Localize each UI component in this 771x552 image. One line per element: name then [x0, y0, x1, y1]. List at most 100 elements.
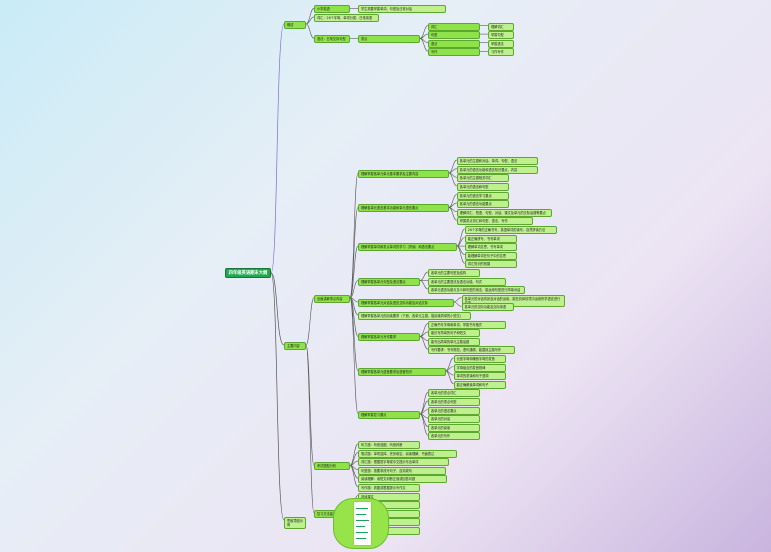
connector-line	[448, 172, 457, 187]
topic-node[interactable]: 各单元的写作	[428, 432, 480, 441]
connector-line	[456, 245, 465, 255]
topic-node[interactable]: 各单元的主要句型及结构	[428, 268, 480, 277]
topic-node[interactable]: 正确书写字母和单词，掌握书写格式	[428, 320, 506, 329]
topic-node[interactable]: 各单元的主题相关词汇	[456, 174, 509, 183]
topic-node[interactable]: 能写出简单的单元主题话题	[428, 337, 480, 346]
topic-node[interactable]: 全面讲解重点内容	[314, 294, 350, 303]
connector-line	[453, 301, 462, 307]
topic-node[interactable]: 各单元语言功能与意义和句型的用法，能运用句型进行简单对话	[428, 286, 525, 295]
topic-node[interactable]: 理解掌握单词和重点单词的学习（拼读）和语法要点	[358, 243, 457, 252]
topic-node[interactable]: 理解词汇、短语、句型、对话、课文及单元的交际话题等要点	[456, 208, 552, 217]
topic-node[interactable]: 能理解单词在句子中的意思	[464, 251, 517, 260]
connector-line	[349, 172, 359, 298]
topic-node[interactable]: 句型	[428, 31, 480, 40]
topic-node[interactable]: 阅读理解：读短文判断正误或回答问题	[358, 475, 448, 484]
topic-node[interactable]: 笔试题：单项选择、完形填空、阅读理解、书面表达	[358, 449, 457, 458]
topic-node[interactable]: 语法：日常交际句型	[314, 35, 350, 44]
topic-node[interactable]: 理解掌握各单元写作要求	[358, 333, 420, 342]
topic-node[interactable]: 主要内容	[284, 342, 306, 351]
topic-node[interactable]: 各单元的语言功能要点	[456, 200, 509, 209]
topic-node[interactable]: 听力题：听音选图、听音判断	[358, 440, 420, 449]
topic-node[interactable]: 掌握句型	[488, 31, 514, 40]
topic-node[interactable]: 各单元的主题和对话、单词、句型、语法	[456, 157, 538, 166]
topic-node[interactable]: 各单元的交际功能及交际用语	[461, 303, 514, 312]
topic-node[interactable]: 字母组合的发音规律	[453, 363, 506, 372]
topic-node[interactable]: 重点	[358, 35, 420, 44]
connector-line	[305, 16, 315, 25]
branch-line	[270, 23, 285, 274]
topic-node[interactable]: 词汇：26个字母、单词分类、日常用语	[314, 13, 379, 22]
connector-line	[305, 8, 315, 25]
topic-node[interactable]: 写作要求：书写规范，语句通顺，能围绕主题写作	[428, 346, 516, 355]
topic-node[interactable]: 能正确朗读单词和句子	[453, 380, 506, 389]
connector-line	[349, 207, 359, 298]
connector-line	[419, 392, 429, 415]
connector-line	[349, 245, 359, 298]
topic-node[interactable]: 概述	[284, 21, 306, 30]
topic-node[interactable]: 各单元的重点词汇	[428, 389, 480, 398]
topic-node[interactable]: 写作题：看图或根据提示写作文	[358, 483, 420, 492]
topic-node[interactable]: 理解词汇	[488, 22, 514, 31]
topic-node[interactable]: 句型题：按要求改写句子、连词成句	[358, 466, 446, 475]
topic-node[interactable]: 语法	[428, 39, 480, 48]
topic-node[interactable]: 各单元的重点句型	[428, 397, 480, 406]
topic-node[interactable]: 理解掌握各单元对话及语言交际功能及对话交际	[358, 299, 454, 308]
connector-line	[349, 280, 359, 298]
topic-node[interactable]: 学生需要掌握单词、句型及日常对话	[358, 5, 446, 14]
topic-node[interactable]: 理解掌握各单元的阅读要求（下册，各单元主题，能阅读简单的小短文）	[358, 311, 472, 320]
topic-node[interactable]: 理解掌握各单元语音要求及语音知识	[358, 367, 446, 376]
topic-node[interactable]: 掌握语法	[488, 39, 514, 48]
topic-node[interactable]: 掌握重点词汇和句型、语法、写作	[456, 217, 533, 226]
connector-line	[305, 344, 315, 513]
topic-node[interactable]: 能正确拼写、书写单词	[464, 234, 517, 243]
topic-node[interactable]: 习作写作	[488, 48, 514, 57]
connector-line	[448, 207, 457, 221]
topic-node[interactable]: 理解掌握复习要点	[358, 410, 420, 419]
connector-line	[349, 297, 359, 415]
topic-node[interactable]: 思维导图示例	[284, 517, 306, 530]
topic-node[interactable]: 词汇题：根据首字母或中文提示写出单词	[358, 458, 449, 467]
connector-line	[349, 297, 359, 337]
connector-line	[349, 297, 359, 372]
connector-line	[349, 443, 359, 466]
topic-node[interactable]: 元音字母和辅音字母的发音	[453, 354, 506, 363]
topic-node[interactable]: 写作	[428, 48, 480, 57]
connector-line	[419, 38, 429, 52]
topic-node[interactable]: 单词的重读和句子语调	[453, 372, 506, 381]
connector-line	[453, 297, 462, 303]
connector-line	[456, 245, 465, 264]
connector-line	[305, 344, 315, 466]
topic-node[interactable]: 各单元的阅读	[428, 423, 480, 432]
topic-node[interactable]: 词汇	[428, 22, 480, 31]
connector-line	[419, 336, 429, 350]
topic-node[interactable]: 词汇知识的拓展	[464, 260, 517, 269]
connector-line	[445, 370, 454, 384]
connector-line	[349, 465, 359, 488]
branch-line	[270, 272, 285, 521]
topic-node[interactable]: 各单元的对话	[428, 415, 480, 424]
topic-node[interactable]: 理解掌握各单元句型及语法要点	[358, 277, 420, 286]
connector-line	[305, 297, 315, 346]
root-topic[interactable]: 四年级英语期末大纲	[225, 268, 271, 278]
topic-node[interactable]: 各单元的主要语法及语法功能、句式	[428, 277, 506, 286]
topic-node[interactable]: 小学英语	[314, 5, 350, 14]
connector-line	[419, 413, 429, 436]
mindmap-thumbnail-image	[333, 498, 389, 549]
topic-node[interactable]: 各单元的语言功能和语言知识要点、内容	[456, 165, 538, 174]
topic-node[interactable]: 能仿写简单的句子和短文	[428, 329, 480, 338]
connector-line	[419, 271, 429, 281]
topic-node[interactable]: 考试题型分析	[314, 462, 350, 471]
connector-line	[419, 280, 429, 290]
topic-node[interactable]: 理解单词意思，书写单词	[464, 243, 517, 252]
topic-node[interactable]: 熟读课文	[358, 492, 420, 501]
topic-node[interactable]: 各单元的语法要点	[428, 406, 480, 415]
topic-node[interactable]: 各单元的语法和句型	[456, 182, 509, 191]
topic-node[interactable]: 各单元的语言学习要点	[456, 191, 509, 200]
topic-node[interactable]: 26个字母的正确书写，英语单词的读写，自然拼读方法	[464, 225, 557, 234]
connector-line	[456, 228, 465, 247]
branch-line	[270, 272, 285, 346]
topic-node[interactable]: 理解掌握各单元单元基本要求及主要内容	[358, 170, 449, 179]
topic-node[interactable]: 理解各单元语言基本功能和单元语言要点	[358, 204, 449, 213]
